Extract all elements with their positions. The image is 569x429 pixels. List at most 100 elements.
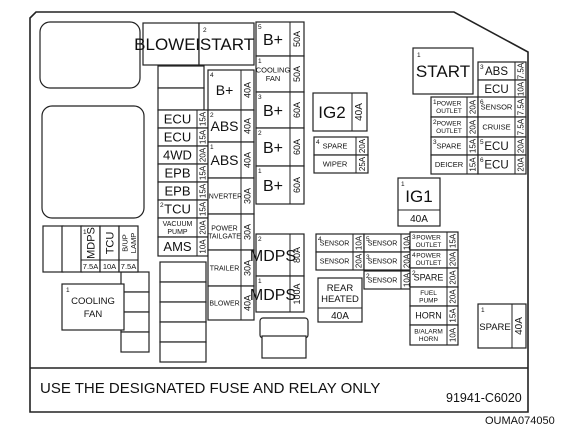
fuse-number: 2 bbox=[366, 273, 370, 280]
fuse-amp: 20A bbox=[469, 99, 478, 114]
fuse-label: ECU bbox=[484, 141, 508, 153]
fuse-label: 4WD bbox=[163, 148, 192, 163]
fuse-label: MDPS bbox=[250, 248, 296, 265]
fuse-amp: 20A bbox=[355, 253, 364, 268]
relay-ig1: 1 IG1 40A bbox=[397, 177, 441, 227]
fuse-number: 2 bbox=[258, 236, 262, 243]
fuse-number: 2 bbox=[412, 270, 416, 277]
fuse-amp: 20A bbox=[449, 270, 458, 285]
fuse-amp: 30A bbox=[243, 224, 253, 240]
fuse-sensor: SENSOR 20A bbox=[315, 251, 365, 271]
fuse-number: 1 bbox=[83, 229, 87, 236]
fuse-amp: 7.5A bbox=[517, 98, 526, 115]
relay-cooling-fan-number: 1 bbox=[66, 287, 70, 294]
fuse-label: ECU bbox=[164, 130, 191, 145]
fuse-amp: 60A bbox=[292, 139, 302, 155]
relay-blower-label: BLOWER bbox=[134, 35, 208, 54]
fuse-number: 2 bbox=[210, 112, 214, 119]
relay-spare-amp: 40A bbox=[514, 317, 525, 335]
fuse-label: INVERTER bbox=[207, 194, 242, 201]
fuse-number: 4 bbox=[210, 72, 214, 79]
fuse-label: EPB bbox=[164, 166, 190, 181]
fuse-number: 3 bbox=[258, 94, 262, 101]
relay-ig2-label: IG2 bbox=[318, 103, 345, 122]
fuse-amp: 40A bbox=[243, 152, 253, 168]
fuse-amp: 7.5A bbox=[517, 62, 526, 79]
fuse-amp: 15A bbox=[449, 233, 458, 248]
fuse-label: ECU bbox=[484, 84, 508, 96]
fuse-number: 3 bbox=[480, 64, 484, 71]
fuse-label: SENSOR bbox=[481, 103, 513, 112]
fuse-label: SENSOR bbox=[368, 259, 398, 266]
fuse-number: 5 bbox=[258, 24, 262, 31]
relay-spare-label: SPARE bbox=[479, 322, 511, 333]
fuse-label: SPARE bbox=[437, 142, 462, 151]
fuse-label: MDPS bbox=[250, 287, 296, 304]
fuse-number: 1 bbox=[210, 144, 214, 151]
fuse-label: BLOWER bbox=[209, 301, 239, 308]
fuse-amp: 20A bbox=[199, 220, 208, 235]
fuse-number: 3 bbox=[412, 234, 416, 241]
fuse-number: 6 bbox=[480, 99, 484, 106]
fuse-amp: 7.5A bbox=[517, 118, 526, 135]
fuse-number: 1 bbox=[433, 99, 437, 106]
fuse-label: B/UPLAMP bbox=[121, 233, 139, 253]
fuse-number: 3 bbox=[433, 139, 437, 146]
relay-spare-number: 1 bbox=[481, 307, 485, 314]
relay-start-aux: 1 START bbox=[412, 47, 474, 95]
fuse-epb: EPB 15A bbox=[157, 163, 209, 183]
relay-ig2-amp: 40A bbox=[354, 103, 365, 121]
fuse-amp: 20A bbox=[449, 251, 458, 266]
fuse-amp: 15A bbox=[469, 138, 478, 153]
fuse-number: 3 bbox=[366, 254, 370, 261]
part-number: 91941-C6020 bbox=[446, 391, 522, 405]
fuse-amp: 10A bbox=[403, 272, 412, 287]
fuse-label: ABS bbox=[210, 152, 238, 168]
fuse-label: B+ bbox=[263, 103, 283, 120]
fuse-label: MDPS bbox=[86, 227, 98, 259]
fuse-amp: 15A bbox=[199, 165, 208, 180]
fuse-number: 5 bbox=[366, 236, 370, 243]
fuse-amp: 50A bbox=[292, 66, 302, 82]
fuse-amp: 10A bbox=[355, 235, 364, 250]
fuse-amp: 20A bbox=[469, 119, 478, 134]
fuse-label: SENSOR bbox=[320, 259, 350, 266]
fuse-number: 6 bbox=[480, 157, 484, 164]
fuse-label: HORN bbox=[415, 311, 442, 321]
relay-blower: BLOWER bbox=[134, 22, 208, 66]
fuse-number: 1 bbox=[258, 58, 262, 65]
fuse-label: SENSOR bbox=[320, 241, 350, 248]
relay-start-main-label: START bbox=[200, 35, 254, 54]
relay-ig1-number: 1 bbox=[401, 181, 405, 188]
fuse-b: 2B+60A bbox=[255, 127, 305, 167]
fuse-number: 5 bbox=[480, 139, 484, 146]
